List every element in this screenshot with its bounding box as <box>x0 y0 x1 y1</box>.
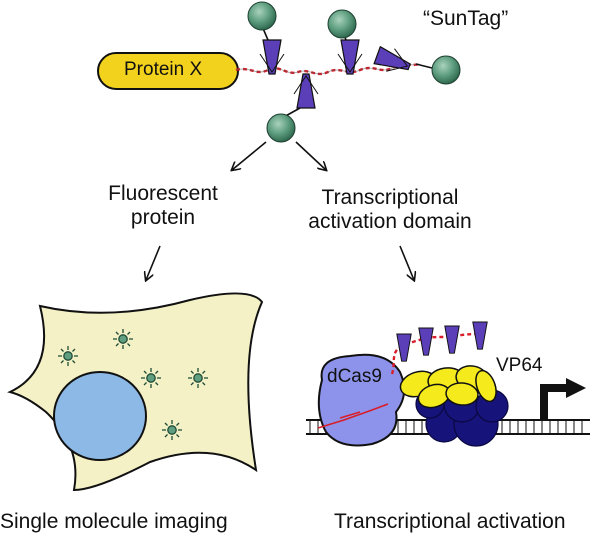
fluorescent-line1: Fluorescent <box>108 182 218 205</box>
caption-single-molecule: Single molecule imaging <box>0 510 228 533</box>
fluorophore-spot-icon <box>141 368 161 388</box>
dcas9-label: dCas9 <box>327 366 382 387</box>
protein-x-capsule <box>97 52 239 90</box>
suntag-label: “SunTag” <box>423 7 509 30</box>
antibody-icon <box>444 325 460 354</box>
fluorophore-spot-icon <box>188 368 208 388</box>
vp64-domains <box>399 365 497 409</box>
tad-line2: activation domain <box>308 210 472 234</box>
nucleus <box>53 371 147 461</box>
fluorophore-spot-icon <box>58 346 78 366</box>
protein-x-label: Protein X <box>124 59 203 80</box>
caption-transcriptional-activation: Transcriptional activation <box>334 510 566 533</box>
arrow-to-fluorescent <box>232 141 267 170</box>
green-ball-icon <box>327 9 357 39</box>
fluorophore-spot-icon <box>162 420 182 440</box>
antibody-icon <box>373 45 411 72</box>
guide-rna <box>317 403 389 429</box>
tad-label: Transcriptional activation domain <box>295 186 485 234</box>
promoter-arrow-icon <box>540 384 568 420</box>
suntag-construct <box>97 1 461 143</box>
flow-arrows <box>146 141 414 280</box>
antibody-icon <box>472 321 488 350</box>
green-ball-icon <box>431 55 461 85</box>
fluorophore-spot-icon <box>113 329 133 349</box>
antibody-icon <box>418 327 434 356</box>
antibody-icon <box>259 39 285 75</box>
green-ball-icon <box>266 113 296 143</box>
tad-line1: Transcriptional <box>321 186 459 209</box>
fluorescent-protein-label: Fluorescent protein <box>98 182 228 230</box>
antibody-icon <box>337 39 363 75</box>
arrow-down-right <box>399 245 414 280</box>
antibody-icon <box>293 73 319 109</box>
fluorophore-spots <box>58 329 208 440</box>
antibody-icon <box>396 333 412 362</box>
fluorescent-line2: protein <box>130 206 196 230</box>
vp64-label: VP64 <box>496 355 543 376</box>
arrow-down-left <box>146 245 161 280</box>
green-ball-icon <box>247 1 277 31</box>
cell <box>7 292 264 492</box>
arrow-to-tad <box>295 141 326 170</box>
activation-complex <box>306 321 590 447</box>
dcas9-blob <box>317 353 406 447</box>
